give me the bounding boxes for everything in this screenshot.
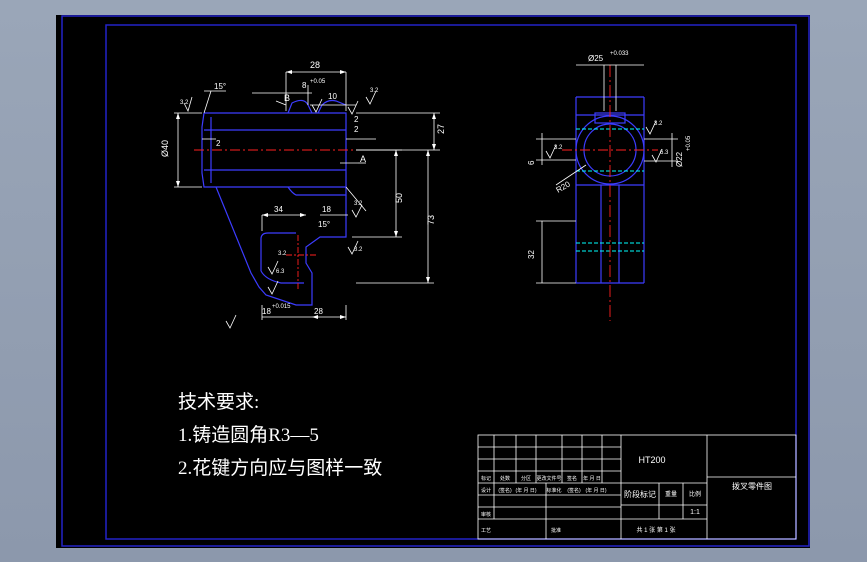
drawing-sheet: 28 8 +0.05 10 15° B A Ø40 2 2 2 27 50 73… [56, 15, 810, 548]
rough-right-a: 3.2 [554, 145, 563, 151]
tb-row1-0: 标记 [481, 475, 491, 482]
dim-8: 8 [302, 81, 307, 90]
right-view [536, 64, 678, 321]
tb-row1-3: 更改文件号 [536, 475, 561, 482]
weight-label: 重量 [665, 490, 677, 498]
left-view [174, 70, 440, 329]
drawing-canvas: 28 8 +0.05 10 15° B A Ø40 2 2 2 27 50 73… [61, 15, 810, 547]
dim-dia22: Ø22 [675, 151, 684, 167]
dim-73: 73 [426, 215, 436, 225]
dim-r20: R20 [555, 179, 573, 194]
title-block-text: HT200 拨叉零件图 阶段标记 重量 比例 1:1 共 1 张 第 1 张 标… [481, 455, 772, 534]
tb-row2-5: (年 月 日) [585, 487, 606, 494]
tb-review: 审核 [481, 511, 491, 518]
dim-2-b: 2 [354, 125, 359, 134]
dim-32: 32 [527, 250, 536, 259]
dim-28-top: 28 [310, 60, 320, 70]
tb-craft: 工艺 [481, 528, 491, 534]
outer-frame [61, 15, 810, 547]
angle-15-top: 15° [214, 82, 226, 91]
fork-arm [215, 186, 347, 306]
notes-line-2: 2.花键方向应与图样一致 [178, 457, 382, 479]
dim-dia22-tol: +0.05 [686, 135, 692, 151]
left-view-labels: 28 8 +0.05 10 15° B A Ø40 2 2 2 27 50 73… [160, 60, 446, 316]
rough-a: 3.2 [180, 100, 189, 106]
title-block [477, 434, 797, 540]
dim-28-bottom: 28 [314, 307, 323, 316]
tb-row2-0: 设计 [481, 487, 491, 494]
tb-row1-1: 处数 [500, 475, 510, 482]
dim-10: 10 [328, 92, 337, 101]
dim-18-bottom: 18 [262, 307, 271, 316]
tb-row2-2: (年 月 日) [515, 487, 536, 494]
tb-approve: 批准 [551, 527, 561, 534]
dim-2-a: 2 [216, 139, 221, 148]
material: HT200 [638, 455, 665, 465]
tube-outline [201, 112, 347, 188]
part-name: 拨叉零件图 [732, 481, 772, 491]
scale-label: 比例 [689, 490, 701, 498]
tb-row1-4: 签名 [567, 475, 577, 482]
dim-dia40: Ø40 [160, 140, 170, 157]
rough-d: 3.2 [354, 247, 363, 253]
datum-a: A [360, 154, 366, 164]
sheet-count: 共 1 张 第 1 张 [636, 526, 675, 534]
scale-value: 1:1 [690, 509, 700, 516]
dim-dia25: Ø25 [588, 54, 604, 63]
dim-18-mid: 18 [322, 205, 331, 214]
tb-row2-1: (签名) [498, 487, 512, 494]
rough-right-b: 6.3 [660, 150, 669, 156]
rough-c: 3.2 [354, 201, 363, 207]
angle-15-mid: 15° [318, 220, 330, 229]
dim-27: 27 [436, 124, 446, 134]
dim-50: 50 [394, 193, 404, 203]
dim-18-tol: +0.015 [272, 304, 291, 310]
dim-8-tol: +0.05 [310, 79, 326, 85]
datum-b: B [284, 93, 290, 103]
tb-row1-2: 分区 [521, 475, 531, 482]
rough-e: 3.2 [278, 251, 287, 257]
stage-label: 阶段标记 [624, 489, 656, 499]
dim-34: 34 [274, 205, 283, 214]
technical-notes: 技术要求: 1.铸造圆角R3—5 2.花键方向应与图样一致 [178, 391, 382, 479]
dim-dia25-tol: +0.033 [610, 51, 629, 57]
tb-row2-3: 标准化 [546, 487, 561, 494]
tb-row1-5: 年 月 日 [583, 475, 601, 482]
notes-title: 技术要求: [178, 391, 259, 413]
dim-2-c: 2 [354, 115, 359, 124]
tb-row2-4: (签名) [567, 487, 581, 494]
inner-frame [105, 24, 797, 540]
rough-f: 6.3 [276, 269, 285, 275]
rough-right-c: 3.2 [654, 121, 663, 127]
rough-b: 3.2 [370, 88, 379, 94]
dim-6: 6 [527, 160, 536, 165]
notes-line-1: 1.铸造圆角R3—5 [178, 424, 319, 446]
